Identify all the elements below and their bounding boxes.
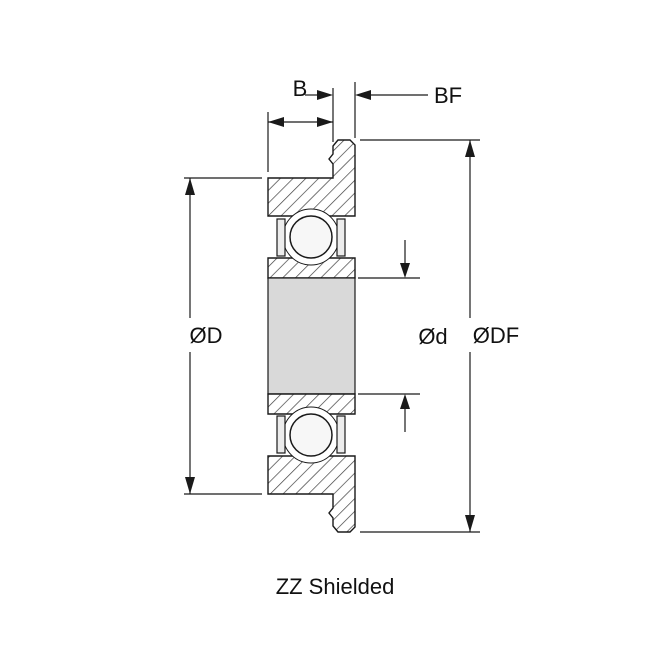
label-flange-width-BF: BF <box>434 83 462 108</box>
arrowhead-up <box>465 140 475 157</box>
arrowhead-right <box>317 117 333 127</box>
outer-ring-section-bottom <box>267 455 356 533</box>
shield-bottom-right <box>336 415 346 454</box>
ball-bottom <box>289 413 333 457</box>
outer-ring-section-top <box>267 139 356 217</box>
dimension-flange-width-BF: BF <box>305 82 462 138</box>
label-width-B: B <box>293 76 308 101</box>
dimension-width-B: B <box>267 76 334 172</box>
arrowhead-left <box>268 117 284 127</box>
arrowhead-down <box>185 477 195 494</box>
label-bore-diameter: Ød <box>418 324 447 349</box>
inner-ring-section-bottom <box>267 393 356 415</box>
diagram-caption: ZZ Shielded <box>276 574 395 599</box>
label-flange-diameter: ØDF <box>473 323 519 348</box>
shield-bottom-left <box>276 415 286 454</box>
shield-top-left <box>276 218 286 257</box>
dimension-flange-diameter: ØDF <box>360 139 519 533</box>
bearing-body <box>267 139 356 533</box>
bore-section <box>267 277 356 395</box>
ball-top <box>289 215 333 259</box>
arrowhead-down <box>465 515 475 532</box>
arrowhead-up <box>185 178 195 195</box>
dimension-bore-diameter: Ød <box>358 240 448 432</box>
arrowhead-up <box>400 394 410 409</box>
shield-top-right <box>336 218 346 257</box>
dimension-outer-diameter: ØD <box>184 177 262 495</box>
arrowhead-right <box>355 90 371 100</box>
label-outer-diameter: ØD <box>190 323 223 348</box>
arrowhead-down <box>400 263 410 278</box>
arrowhead-left <box>317 90 333 100</box>
